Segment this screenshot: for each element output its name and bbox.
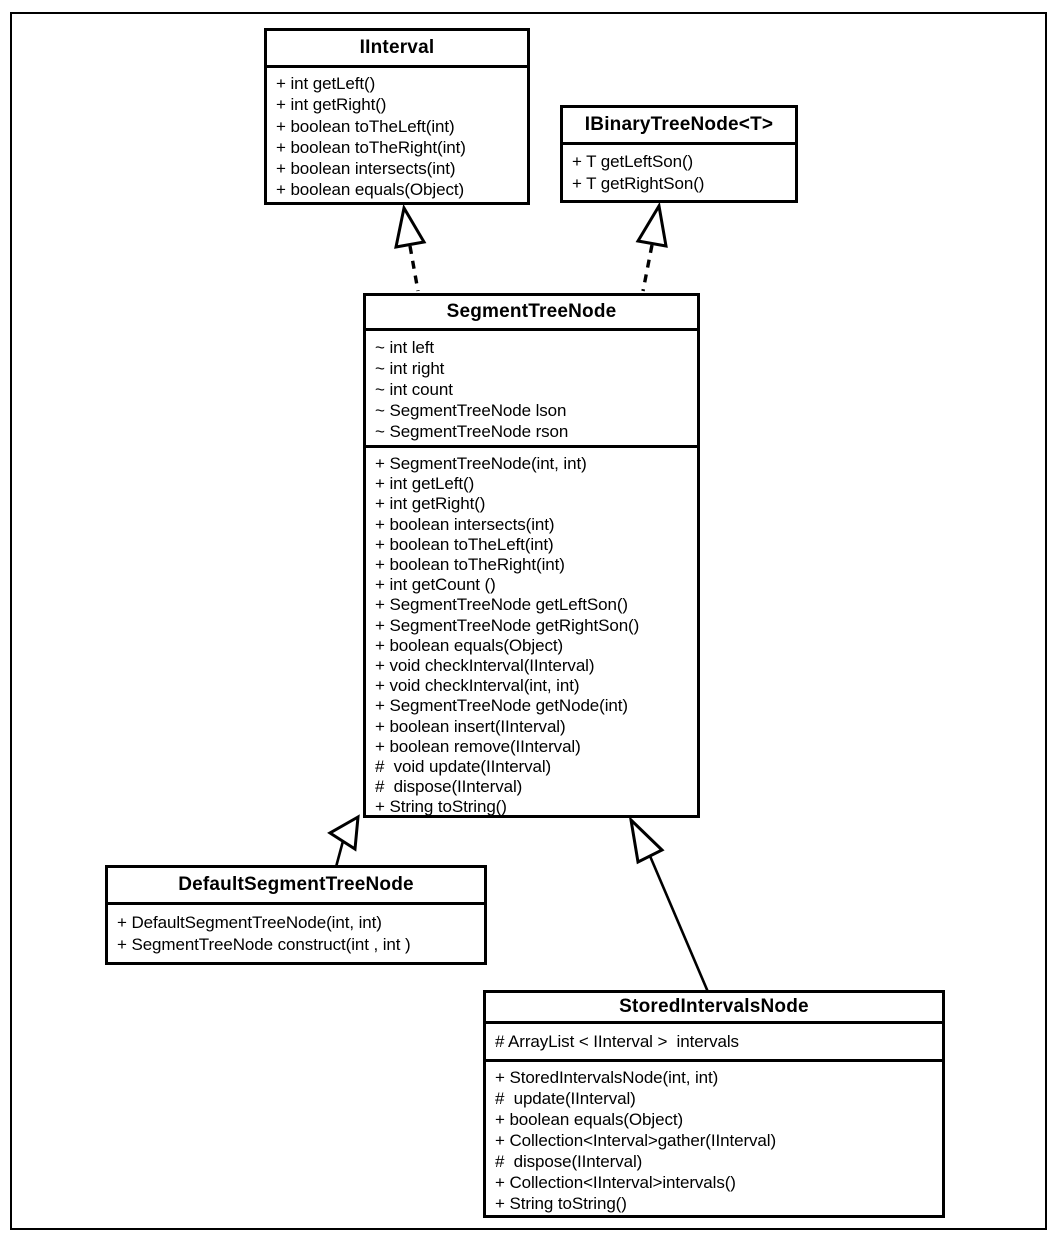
- class-iinterval-title: IInterval: [267, 31, 527, 68]
- member-row: + SegmentTreeNode(int, int): [375, 454, 587, 473]
- member-row: + boolean toTheRight(int): [276, 137, 466, 157]
- member-row: + boolean insert(IInterval): [375, 716, 566, 736]
- member-row: + boolean toTheLeft(int): [276, 116, 455, 136]
- member-row: + int getLeft(): [375, 474, 475, 494]
- member-row: + int getCount (): [375, 575, 496, 595]
- member-row: + boolean intersects(int): [375, 514, 555, 534]
- diagram-frame: [10, 12, 1047, 1230]
- member-row: + int getRight(): [276, 95, 387, 115]
- member-row: + boolean equals(Object): [375, 635, 564, 655]
- class-ibinarytreenode: IBinaryTreeNode<T> + T getLeftSon() + T …: [560, 105, 798, 203]
- class-segmenttreenode-fields: ~ int left ~ int right ~ int count ~ Seg…: [366, 331, 697, 448]
- member-row: # dispose(IInterval): [495, 1152, 643, 1171]
- member-row: + StoredIntervalsNode(int, int): [495, 1068, 719, 1087]
- class-iinterval: IInterval + int getLeft() + int getRight…: [264, 28, 530, 205]
- member-row: + SegmentTreeNode getLeftSon(): [375, 595, 628, 615]
- member-row: + int getLeft(): [276, 74, 376, 93]
- member-row: + boolean equals(Object): [495, 1110, 684, 1129]
- member-row: + Collection<IInterval>intervals(): [495, 1173, 736, 1192]
- member-row: ~ int right: [375, 359, 445, 378]
- class-ibinarytreenode-methods: + T getLeftSon() + T getRightSon(): [563, 145, 795, 195]
- class-segmenttreenode-methods: + SegmentTreeNode(int, int) + int getLef…: [366, 448, 697, 817]
- class-segmenttreenode: SegmentTreeNode ~ int left ~ int right ~…: [363, 293, 700, 818]
- member-row: ~ int count: [375, 380, 453, 399]
- member-row: + T getRightSon(): [572, 174, 705, 193]
- member-row: # dispose(IInterval): [375, 777, 523, 797]
- member-row: + int getRight(): [375, 494, 486, 514]
- class-storedintervalsnode-methods: + StoredIntervalsNode(int, int) # update…: [486, 1062, 942, 1214]
- member-row: ~ int left: [375, 338, 435, 357]
- member-row: # update(IInterval): [495, 1089, 636, 1108]
- member-row: + boolean equals(Object): [276, 180, 465, 200]
- member-row: + void checkInterval(IInterval): [375, 656, 595, 676]
- class-segmenttreenode-title: SegmentTreeNode: [366, 296, 697, 331]
- member-row: + SegmentTreeNode construct(int , int ): [117, 934, 411, 954]
- member-row: + String toString(): [495, 1194, 627, 1213]
- class-storedintervalsnode: StoredIntervalsNode # ArrayList < IInter…: [483, 990, 945, 1218]
- member-row: + SegmentTreeNode getRightSon(): [375, 615, 640, 635]
- member-row: + Collection<Interval>gather(IInterval): [495, 1131, 776, 1150]
- member-row: + DefaultSegmentTreeNode(int, int): [117, 913, 382, 932]
- class-defaultsegmenttreenode-methods: + DefaultSegmentTreeNode(int, int) + Seg…: [108, 905, 484, 955]
- member-row: ~ SegmentTreeNode rson: [375, 422, 569, 441]
- class-defaultsegmenttreenode-title: DefaultSegmentTreeNode: [108, 868, 484, 905]
- member-row: + boolean remove(IInterval): [375, 736, 581, 756]
- member-row: + T getLeftSon(): [572, 152, 694, 171]
- member-row: + SegmentTreeNode getNode(int): [375, 696, 628, 716]
- class-ibinarytreenode-title: IBinaryTreeNode<T>: [563, 108, 795, 145]
- class-defaultsegmenttreenode: DefaultSegmentTreeNode + DefaultSegmentT…: [105, 865, 487, 965]
- member-row: + boolean toTheRight(int): [375, 555, 565, 575]
- class-iinterval-methods: + int getLeft() + int getRight() + boole…: [267, 68, 527, 201]
- class-storedintervalsnode-fields: # ArrayList < IInterval > intervals: [486, 1024, 942, 1062]
- member-row: # void update(IInterval): [375, 757, 552, 777]
- member-row: + boolean intersects(int): [276, 159, 456, 179]
- member-row: + String toString(): [375, 797, 507, 817]
- member-row: ~ SegmentTreeNode lson: [375, 401, 567, 420]
- class-storedintervalsnode-title: StoredIntervalsNode: [486, 993, 942, 1024]
- member-row: + void checkInterval(int, int): [375, 676, 580, 696]
- member-row: + boolean toTheLeft(int): [375, 534, 554, 554]
- member-row: # ArrayList < IInterval > intervals: [495, 1032, 739, 1051]
